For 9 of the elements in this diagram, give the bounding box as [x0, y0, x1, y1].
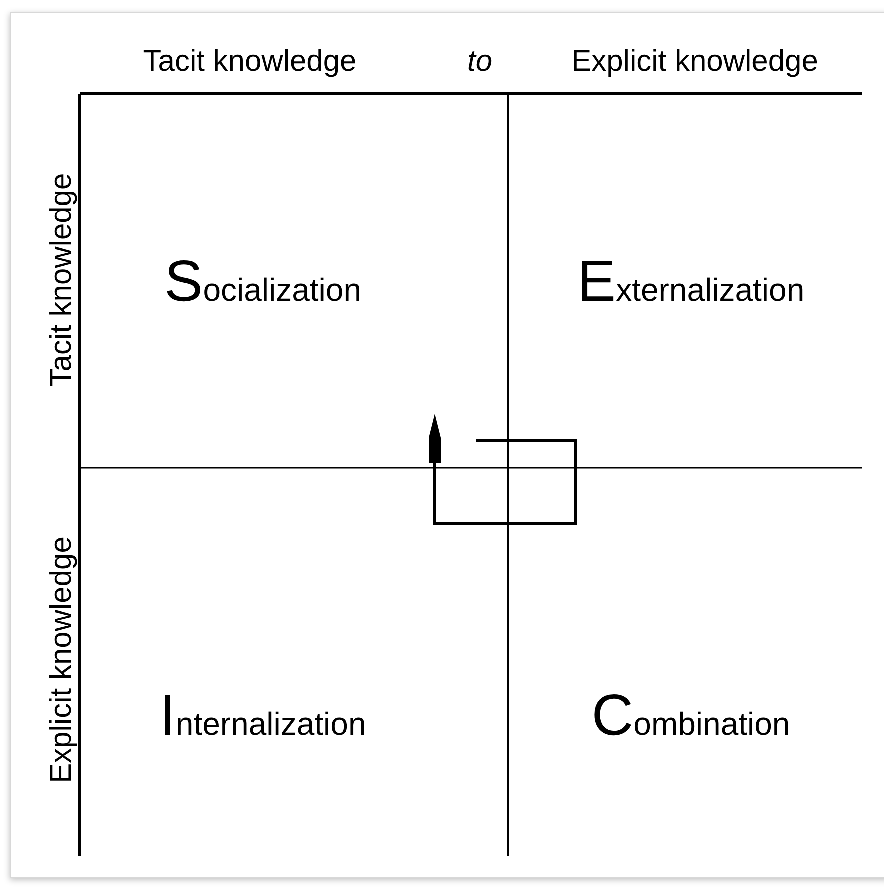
quadrant-label: Combination [592, 682, 790, 750]
axis-label: Explicit knowledge [570, 44, 820, 80]
axis-label: Tacit knowledge [142, 44, 358, 80]
quadrant-label: Socialization [164, 248, 362, 316]
axis-label: Tacit knowledge [44, 172, 79, 389]
quadrant-label: Externalization [577, 248, 805, 316]
axis-label: Explicit knowledge [44, 536, 79, 786]
quadrant-label: Internalization [160, 682, 366, 750]
axis-label: to [466, 44, 494, 80]
